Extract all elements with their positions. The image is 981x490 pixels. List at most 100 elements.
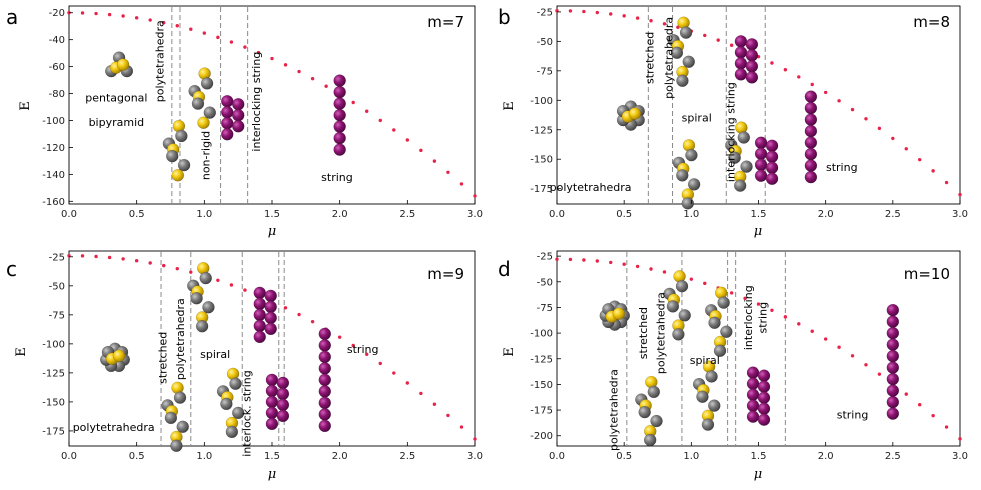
energy-point bbox=[837, 99, 841, 103]
x-tick-label: 1.0 bbox=[683, 209, 699, 220]
bead bbox=[734, 35, 748, 48]
energy-point bbox=[80, 254, 85, 258]
bead bbox=[886, 361, 900, 374]
bead bbox=[745, 49, 759, 62]
atom-gray bbox=[676, 169, 689, 182]
y-tick-label: -175 bbox=[530, 406, 553, 417]
energy-point bbox=[864, 363, 868, 367]
energy-point bbox=[729, 43, 734, 47]
energy-point bbox=[756, 302, 761, 306]
bead bbox=[333, 108, 346, 122]
atom-gray bbox=[173, 391, 187, 404]
energy-point bbox=[365, 352, 369, 356]
atom-gray bbox=[229, 377, 242, 390]
energy-point bbox=[351, 100, 355, 105]
cluster-string bbox=[333, 74, 346, 156]
energy-point bbox=[310, 76, 315, 81]
atom-gray bbox=[728, 151, 741, 164]
energy-point bbox=[365, 109, 369, 113]
x-tick-label: 2.0 bbox=[818, 451, 834, 462]
panel-a-title: m=7 bbox=[427, 13, 464, 31]
energy-point bbox=[689, 277, 694, 281]
bead bbox=[804, 113, 818, 126]
bead bbox=[264, 322, 277, 336]
bead bbox=[804, 159, 818, 172]
panel-d-title: m=10 bbox=[904, 265, 950, 283]
energy-point bbox=[944, 180, 949, 185]
bead bbox=[886, 338, 900, 351]
atom-gray bbox=[675, 279, 689, 293]
panel-a-frame bbox=[68, 5, 476, 205]
panel-c-clusters bbox=[99, 262, 332, 453]
x-tick-label: 2.0 bbox=[332, 209, 348, 220]
panel-b-letter: b bbox=[498, 5, 511, 29]
energy-point bbox=[94, 254, 98, 259]
y-tick-label: -150 bbox=[530, 155, 553, 166]
energy-point bbox=[392, 128, 396, 132]
energy-point bbox=[770, 61, 774, 65]
bead bbox=[253, 286, 266, 300]
energy-point bbox=[94, 11, 98, 16]
atom-gray bbox=[195, 319, 209, 333]
phase-label: stretched bbox=[156, 332, 169, 384]
atom-gray bbox=[705, 370, 718, 383]
energy-point bbox=[703, 33, 707, 38]
energy-point bbox=[877, 372, 882, 376]
energy-point bbox=[229, 40, 234, 44]
atom-gray bbox=[220, 397, 233, 411]
bead bbox=[804, 136, 818, 149]
atom-gray bbox=[199, 271, 212, 285]
bead bbox=[333, 97, 346, 110]
energy-point bbox=[891, 136, 895, 141]
atom-gray bbox=[647, 385, 661, 399]
phase-label: polytetrahedra bbox=[174, 298, 187, 380]
atom-gray bbox=[175, 129, 188, 143]
energy-point bbox=[864, 117, 868, 121]
bead bbox=[754, 136, 768, 149]
bead bbox=[804, 124, 818, 138]
x-tick-label: 0.5 bbox=[616, 209, 632, 220]
phase-label: bipyramid bbox=[89, 116, 145, 129]
atom-gray bbox=[191, 97, 205, 110]
energy-point bbox=[189, 270, 193, 274]
y-tick-label: -160 bbox=[42, 197, 65, 208]
phase-label: string bbox=[837, 408, 869, 421]
atom-gray bbox=[733, 179, 747, 192]
panel-a-labels: pentagonalbipyramidpolytetrahedranon-rig… bbox=[85, 20, 353, 184]
bead bbox=[886, 349, 900, 363]
bead bbox=[757, 391, 771, 404]
energy-point bbox=[662, 270, 667, 274]
energy-point bbox=[134, 259, 139, 263]
energy-point bbox=[582, 258, 586, 262]
phase-label: polytetrahedra bbox=[654, 292, 667, 374]
bead bbox=[886, 384, 900, 397]
energy-point bbox=[918, 402, 922, 407]
energy-point bbox=[432, 402, 437, 406]
y-tick-label: -50 bbox=[537, 277, 553, 288]
atom-gold bbox=[197, 116, 210, 129]
bead bbox=[765, 161, 779, 174]
x-tick-label: 1.0 bbox=[683, 451, 699, 462]
panel-b-clusters bbox=[616, 16, 818, 210]
energy-point bbox=[582, 9, 586, 14]
y-tick-label: -20 bbox=[49, 8, 65, 19]
bead bbox=[333, 85, 346, 99]
phase-label: stretched bbox=[637, 307, 650, 359]
cluster-ring bbox=[99, 342, 131, 373]
energy-point bbox=[283, 306, 288, 310]
cluster-ring bbox=[599, 300, 631, 331]
phase-label: spiral bbox=[690, 354, 720, 367]
x-tick-label: 1.5 bbox=[751, 451, 767, 462]
energy-point bbox=[850, 107, 855, 112]
bead bbox=[333, 120, 346, 133]
atom-gray bbox=[190, 292, 203, 305]
energy-point bbox=[609, 260, 613, 265]
energy-point bbox=[392, 371, 396, 375]
atom-gray bbox=[696, 390, 709, 403]
bead bbox=[318, 373, 332, 387]
bead bbox=[221, 117, 234, 130]
cluster-bent bbox=[161, 381, 189, 453]
